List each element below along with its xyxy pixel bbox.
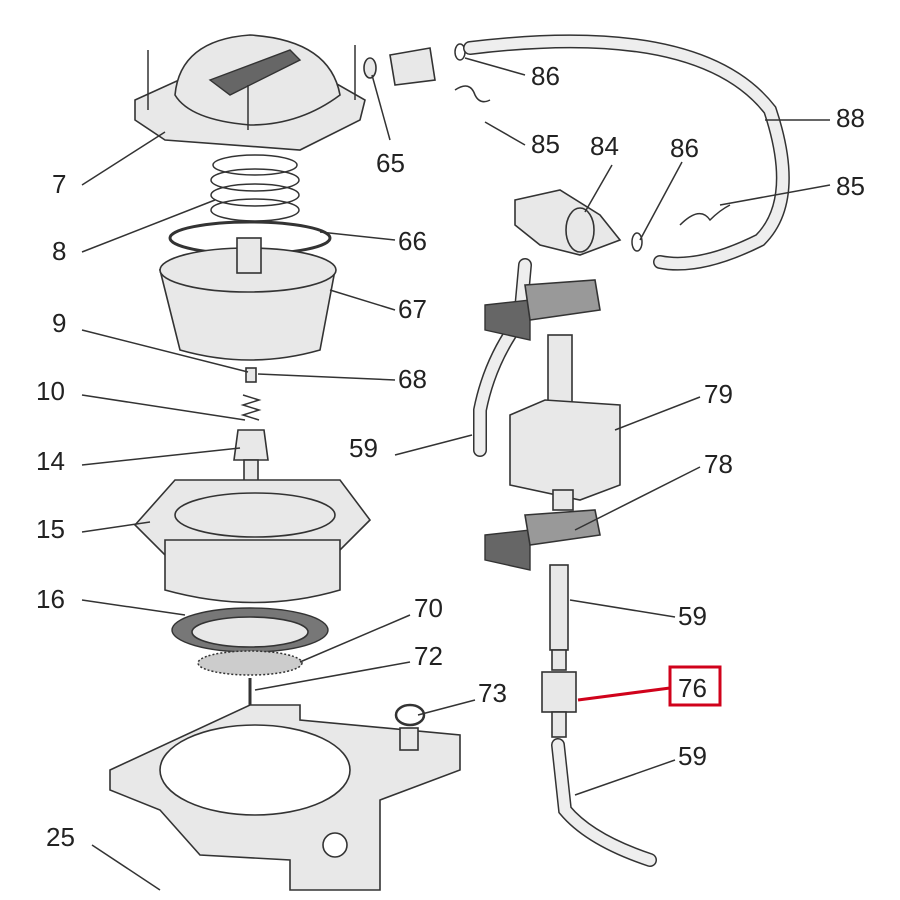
callout-85-right: 85 xyxy=(836,171,865,201)
callout-16: 16 xyxy=(36,584,65,614)
callout-14: 14 xyxy=(36,446,65,476)
callout-25: 25 xyxy=(46,822,75,852)
callout-76-highlighted: 76 xyxy=(678,673,707,703)
callout-88: 88 xyxy=(836,103,865,133)
callout-59-upper: 59 xyxy=(349,433,378,463)
filter-part-76 xyxy=(541,649,577,738)
callout-66: 66 xyxy=(398,226,427,256)
callout-68: 68 xyxy=(398,364,427,394)
callout-9: 9 xyxy=(52,308,66,338)
callout-84: 84 xyxy=(590,131,619,161)
callout-79: 79 xyxy=(704,379,733,409)
frame-part-25 xyxy=(109,704,461,891)
piston-part-67 xyxy=(158,237,337,361)
valve-parts-9-10-14 xyxy=(233,367,269,486)
fitting-part-65 xyxy=(363,43,466,86)
callout-72: 72 xyxy=(414,641,443,671)
clip-part-73 xyxy=(394,703,426,751)
callout-85-left: 85 xyxy=(531,129,560,159)
callout-59-middle: 59 xyxy=(678,601,707,631)
callout-86-right: 86 xyxy=(670,133,699,163)
callout-8: 8 xyxy=(52,236,66,266)
housing-part-15 xyxy=(133,479,372,604)
filter-part-70 xyxy=(197,650,303,676)
wave-break-85a xyxy=(454,85,491,103)
bracket-part-78 xyxy=(484,509,601,571)
callout-15: 15 xyxy=(36,514,65,544)
pump-part-79 xyxy=(509,334,621,511)
callout-7: 7 xyxy=(52,169,66,199)
top-cover-part-7 xyxy=(134,34,366,151)
callout-65: 65 xyxy=(376,148,405,178)
spring-part-8 xyxy=(210,154,300,222)
callout-78: 78 xyxy=(704,449,733,479)
callout-70: 70 xyxy=(414,593,443,623)
callout-10: 10 xyxy=(36,376,65,406)
callout-86-top: 86 xyxy=(531,61,560,91)
callout-73: 73 xyxy=(478,678,507,708)
leader-lines xyxy=(81,57,831,891)
valve-part-84 xyxy=(514,189,643,256)
callout-59-lower: 59 xyxy=(678,741,707,771)
highlight-box-76 xyxy=(668,665,722,707)
seal-part-16 xyxy=(171,607,329,653)
callout-67: 67 xyxy=(398,294,427,324)
tube-part-59b xyxy=(549,564,569,651)
wave-break-85b xyxy=(679,204,731,226)
bracket-part-78-top xyxy=(484,279,601,341)
